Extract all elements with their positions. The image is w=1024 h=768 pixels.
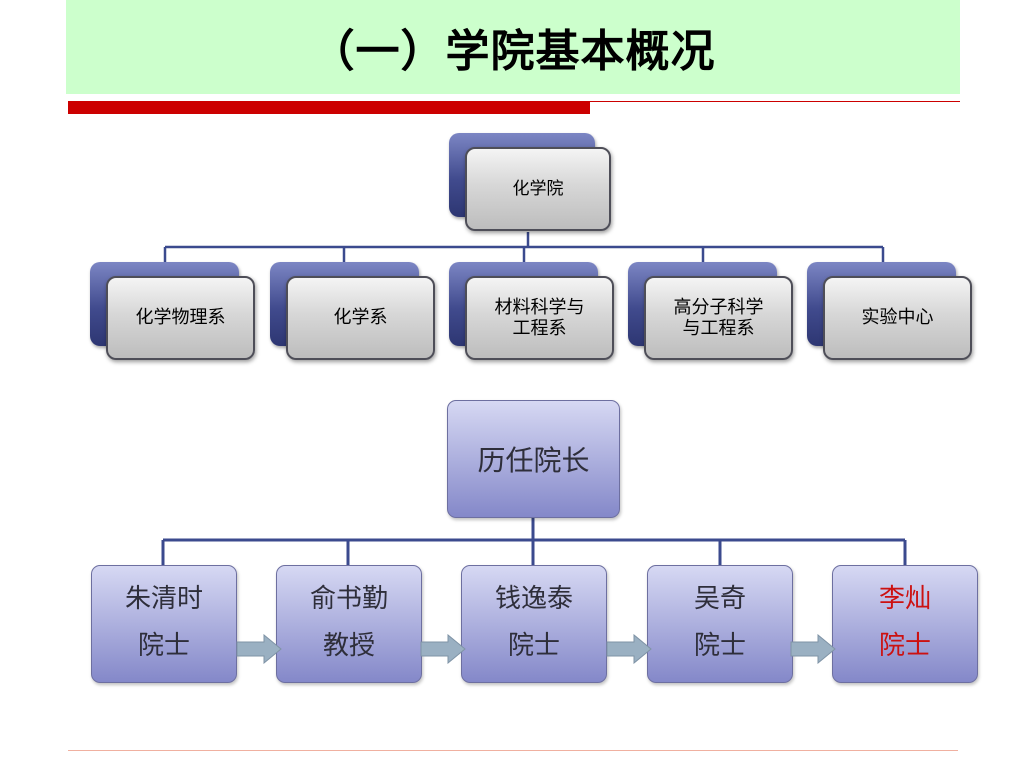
title-underline-thin [590,101,960,102]
org-connectors [163,232,885,262]
dean-name: 朱清时 [124,583,203,614]
department-label: 化学系 [333,307,388,329]
dean-title: 院士 [507,630,560,661]
arrow-right-icon [236,634,282,664]
title-band: （一）学院基本概况 [66,0,960,94]
arrow-right-icon [420,634,466,664]
org-root-label: 化学院 [512,178,564,199]
dean-node-1: 朱清时 院士 [91,565,237,683]
dean-node-2: 俞书勤 教授 [276,565,422,683]
dean-title: 院士 [693,630,746,661]
department-label: 化学物理系 [135,307,226,329]
arrow-right-icon [606,634,652,664]
department-label: 材料科学与 工程系 [494,296,585,339]
dean-name: 李灿 [878,583,931,614]
title-underline-thick [68,101,590,114]
department-label: 高分子科学 与工程系 [673,296,764,339]
dean-root-label: 历任院长 [477,444,590,477]
org-root-box: 化学院 [465,147,611,231]
dean-connectors [161,518,907,565]
page-title: （一）学院基本概况 [310,26,716,77]
dean-title: 院士 [878,630,931,661]
dean-node-3: 钱逸泰 院士 [461,565,607,683]
dean-title: 院士 [137,630,190,661]
footer-divider [68,750,958,751]
arrow-right-icon [790,634,836,664]
dean-name: 俞书勤 [309,583,388,614]
dean-name: 钱逸泰 [494,583,573,614]
dean-root-node: 历任院长 [447,400,620,518]
department-label: 实验中心 [861,307,934,329]
dean-node-5: 李灿 院士 [832,565,978,683]
dean-title: 教授 [322,630,375,661]
dean-name: 吴奇 [693,583,746,614]
dean-node-4: 吴奇 院士 [647,565,793,683]
